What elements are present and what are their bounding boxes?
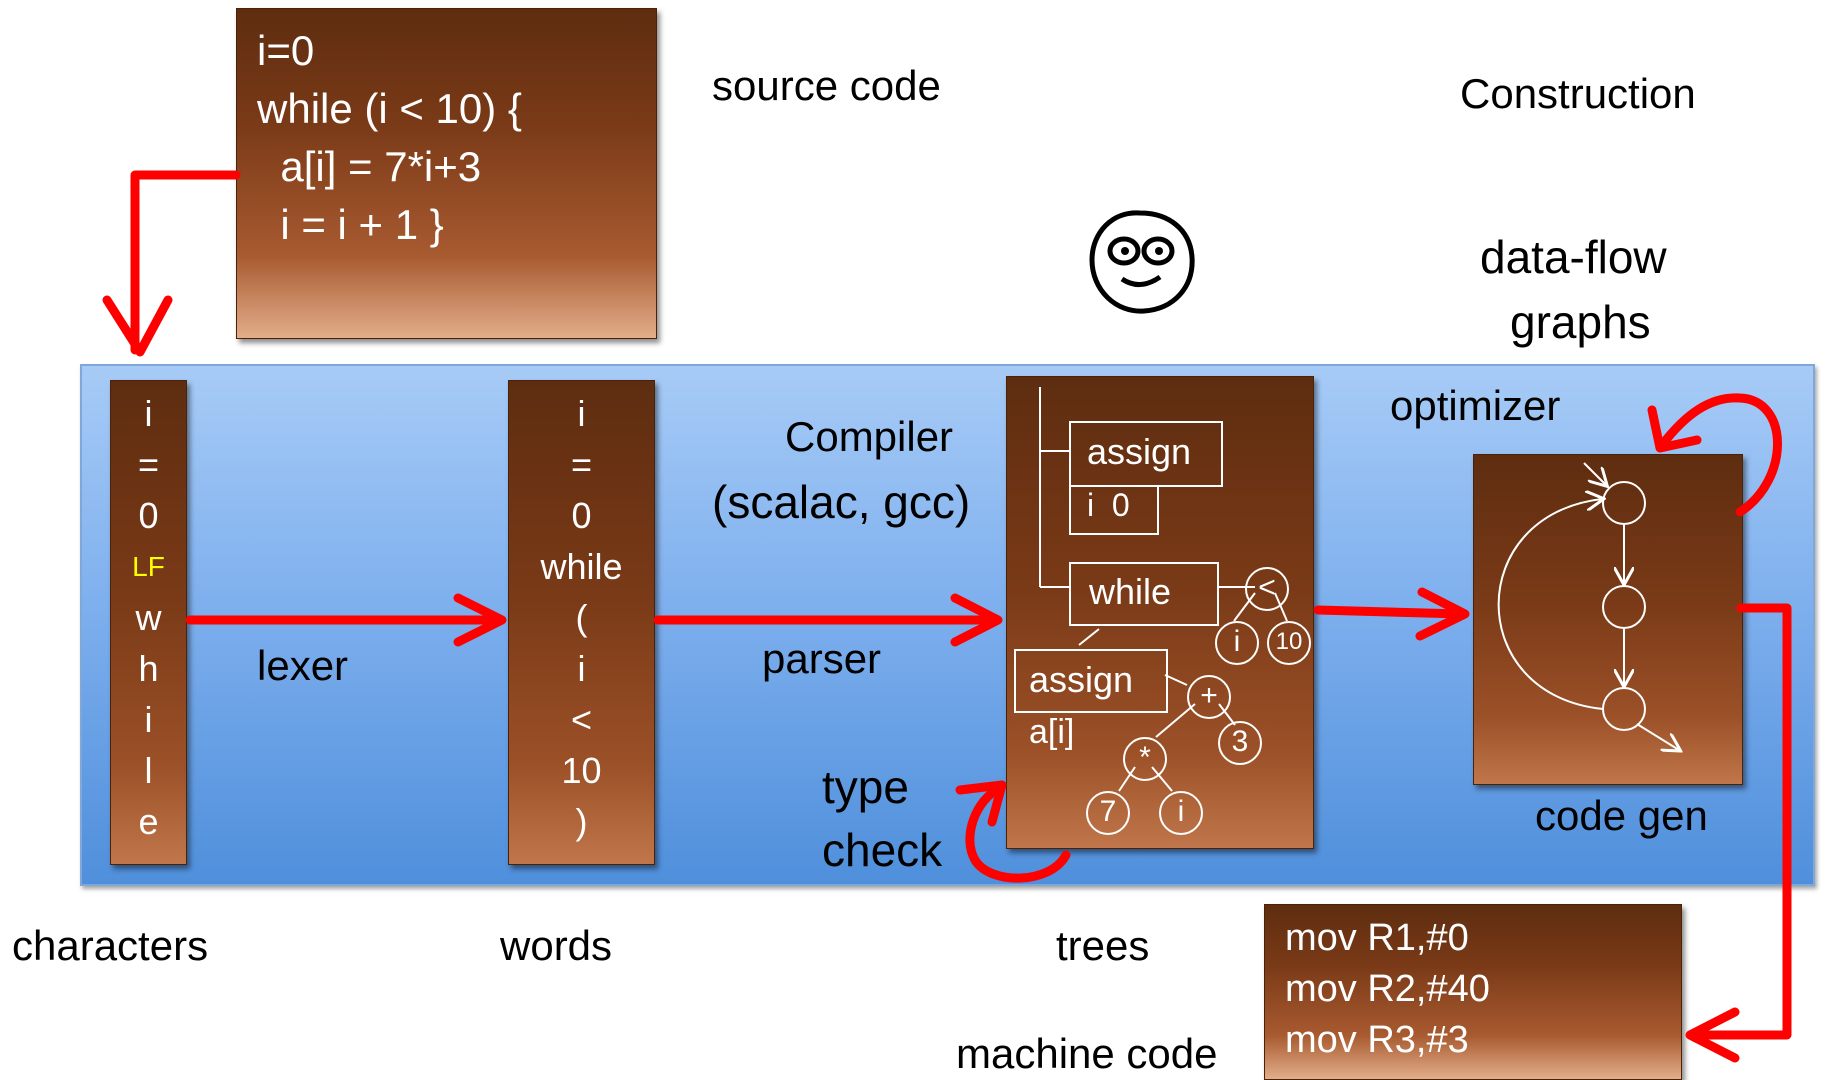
seven-node: 7 (1086, 791, 1130, 835)
i-node: i (1215, 621, 1259, 665)
source-to-characters-arrow (130, 170, 241, 355)
char-item: = (137, 444, 160, 485)
lt-node-label: < (1258, 571, 1276, 604)
word-item: i (577, 393, 586, 434)
seven-node-label: 7 (1099, 795, 1117, 828)
codegen-arrowhead (1685, 1007, 1740, 1063)
ten-node: 10 (1267, 621, 1311, 665)
while-node-label: while (1089, 571, 1172, 612)
construction-heading: Construction (1460, 70, 1696, 117)
data-flow-heading: data-flow (1480, 231, 1667, 283)
assign-node-label: assign (1087, 431, 1192, 472)
char-item: l (144, 750, 153, 791)
compiler-subtitle: (scalac, gcc) (712, 476, 971, 528)
char-item: h (138, 648, 159, 689)
char-item-lf: LF (132, 551, 165, 582)
type-check-label-2: check (822, 824, 943, 876)
data-flow-graph (1497, 462, 1742, 784)
lexer-label: lexer (257, 642, 349, 689)
lt-node: < (1245, 567, 1289, 611)
source-line: while (i < 10) { (257, 85, 522, 132)
code-gen-label: code gen (1535, 792, 1708, 839)
words-caption: words (500, 922, 613, 969)
graphs-heading: graphs (1510, 296, 1651, 348)
source-line: i = i + 1 } (257, 201, 444, 248)
char-item: 0 (138, 495, 159, 536)
assign2-node-label: assign (1029, 659, 1134, 700)
i2-node: i (1159, 791, 1203, 835)
i-node-label: i (1233, 625, 1241, 658)
i0-node-label: i 0 (1087, 487, 1130, 523)
tree-box: assign i 0 while assign a[i] < i 10 + 3 … (1006, 376, 1314, 849)
char-item: i (144, 699, 153, 740)
word-item: i (577, 648, 586, 689)
data-flow-graph-box (1473, 454, 1743, 785)
three-node-label: 3 (1231, 725, 1249, 758)
machine-code-box: mov R1,#0 mov R2,#40 mov R3,#3 (1264, 904, 1682, 1080)
machine-code-line: mov R2,#40 (1285, 968, 1490, 1010)
optimizer-label: optimizer (1390, 382, 1561, 429)
char-item: e (138, 801, 159, 842)
smiley-face-icon (1089, 210, 1195, 314)
parser-label: parser (762, 635, 882, 682)
source-code-label: source code (712, 62, 941, 109)
source-line: a[i] = 7*i+3 (257, 143, 482, 190)
source-code-box: i=0 while (i < 10) { a[i] = 7*i+3 i = i … (236, 8, 657, 339)
three-node: 3 (1218, 721, 1262, 765)
char-item: i (144, 393, 153, 434)
ai-label: a[i] (1029, 713, 1075, 751)
source-line: i=0 (257, 27, 315, 74)
word-item: 0 (571, 495, 592, 536)
char-item: w (135, 597, 162, 638)
star-node: * (1123, 737, 1167, 781)
i2-node-label: i (1177, 795, 1185, 828)
i0-node (1069, 485, 1159, 535)
word-item: < (570, 699, 593, 740)
characters-caption: characters (12, 922, 209, 969)
star-node-label: * (1139, 741, 1151, 774)
plus-node: + (1187, 675, 1231, 719)
word-item: while (540, 546, 623, 587)
word-item: 10 (561, 750, 602, 791)
word-item: ( (575, 597, 588, 638)
characters-column: i = 0 LF w h i l e (110, 380, 187, 865)
word-item: ) (575, 801, 588, 842)
word-item: = (570, 444, 593, 485)
while-node (1069, 562, 1219, 626)
machine-code-line: mov R3,#3 (1285, 1019, 1469, 1061)
machine-code-line: mov R1,#0 (1285, 917, 1469, 959)
plus-node-label: + (1200, 679, 1218, 712)
ten-node-label: 10 (1275, 628, 1303, 655)
machine-code-label: machine code (956, 1030, 1218, 1077)
assign2-node (1014, 649, 1168, 713)
type-check-label-1: type (822, 761, 909, 813)
words-column: i = 0 while ( i < 10 ) (508, 380, 655, 865)
trees-caption: trees (1056, 922, 1150, 969)
compiler-title: Compiler (785, 413, 954, 460)
source-arrowhead (102, 295, 173, 357)
